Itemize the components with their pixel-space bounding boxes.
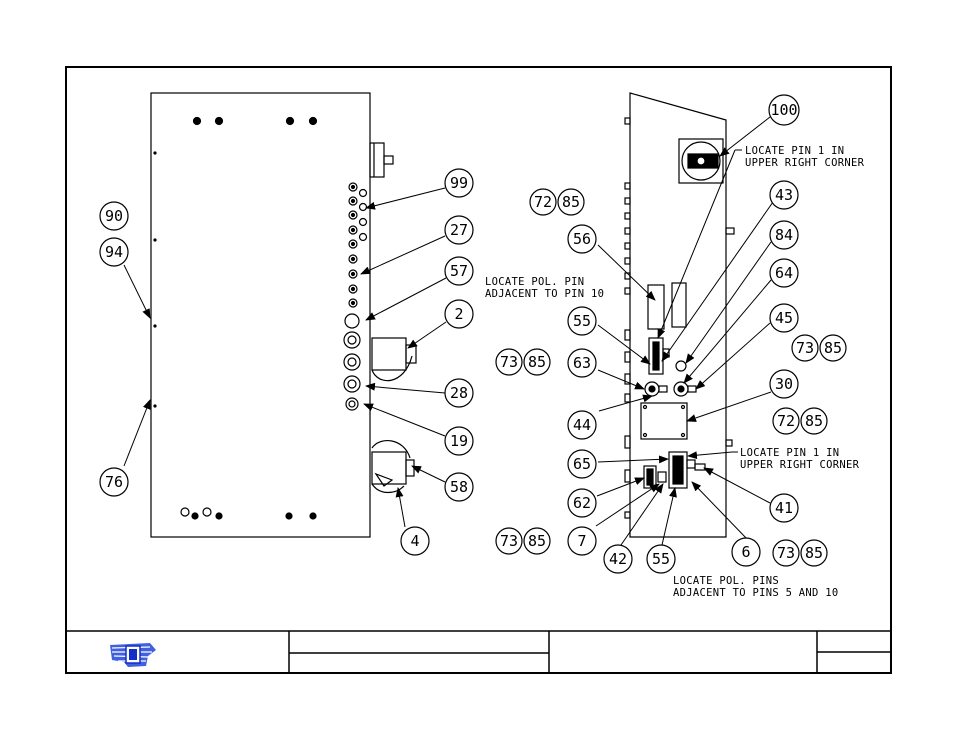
balloon-pair-2-right: 85: [528, 353, 546, 371]
balloon-45: 45: [775, 309, 793, 327]
right-panel-view: [624, 92, 735, 538]
balloon-99: 99: [450, 174, 468, 192]
balloon-62: 62: [573, 494, 591, 512]
balloon-44: 44: [573, 416, 591, 434]
balloon-58: 58: [450, 478, 468, 496]
balloon-27: 27: [450, 221, 468, 239]
balloon-pair-5-right: 85: [528, 532, 546, 550]
leader-lines: [123, 116, 774, 546]
note-pol-pins-line1: LOCATE POL. PINS: [673, 575, 779, 587]
balloon-pair-3-right: 85: [824, 339, 842, 357]
balloon-64: 64: [775, 264, 793, 282]
balloon-63: 63: [573, 354, 591, 372]
balloon-30: 30: [775, 375, 793, 393]
balloon-pair-4-left: 72: [777, 412, 795, 430]
balloon-2: 2: [454, 305, 463, 323]
balloon-84: 84: [775, 226, 793, 244]
balloon-55-upper: 55: [573, 312, 591, 330]
balloon-7: 7: [577, 532, 586, 550]
note-pol-pin-line2: ADJACENT TO PIN 10: [485, 288, 604, 300]
balloon-pair-3-left: 73: [796, 339, 814, 357]
balloon-pair-4-right: 85: [805, 412, 823, 430]
balloon-76: 76: [105, 473, 123, 491]
balloon-28: 28: [450, 384, 468, 402]
balloon-pair-1-right: 85: [562, 193, 580, 211]
drawing-border: [65, 66, 892, 674]
note-pol-pins-line2: ADJACENT TO PINS 5 AND 10: [673, 587, 839, 599]
company-logo-icon: [110, 643, 156, 667]
balloon-pair-6-right: 85: [805, 544, 823, 562]
balloon-90: 90: [105, 207, 123, 225]
balloon-4: 4: [410, 532, 419, 550]
balloon-65: 65: [573, 455, 591, 473]
note-pin1-upper-line2: UPPER RIGHT CORNER: [745, 157, 865, 169]
balloon-41: 41: [775, 499, 793, 517]
note-pin1-lower-line2: UPPER RIGHT CORNER: [740, 459, 860, 471]
balloon-56: 56: [573, 230, 591, 248]
balloon-100: 100: [770, 101, 797, 119]
balloon-57: 57: [450, 262, 468, 280]
note-pin1-lower-line1: LOCATE PIN 1 IN: [740, 447, 839, 459]
note-pin1-upper-line1: LOCATE PIN 1 IN: [745, 145, 844, 157]
title-block: [66, 630, 891, 673]
note-pol-pin-line1: LOCATE POL. PIN: [485, 276, 584, 288]
balloon-pair-5-left: 73: [500, 532, 518, 550]
balloon-pair-6-left: 73: [777, 544, 795, 562]
balloon-pair-2-left: 73: [500, 353, 518, 371]
balloon-94: 94: [105, 243, 123, 261]
balloon-55-lower: 55: [652, 550, 670, 568]
balloon-42: 42: [609, 550, 627, 568]
balloon-43: 43: [775, 186, 793, 204]
balloons: [99, 94, 847, 574]
balloon-19: 19: [450, 432, 468, 450]
balloon-6: 6: [741, 543, 750, 561]
left-panel-view: [150, 92, 417, 538]
balloon-pair-1-left: 72: [534, 193, 552, 211]
